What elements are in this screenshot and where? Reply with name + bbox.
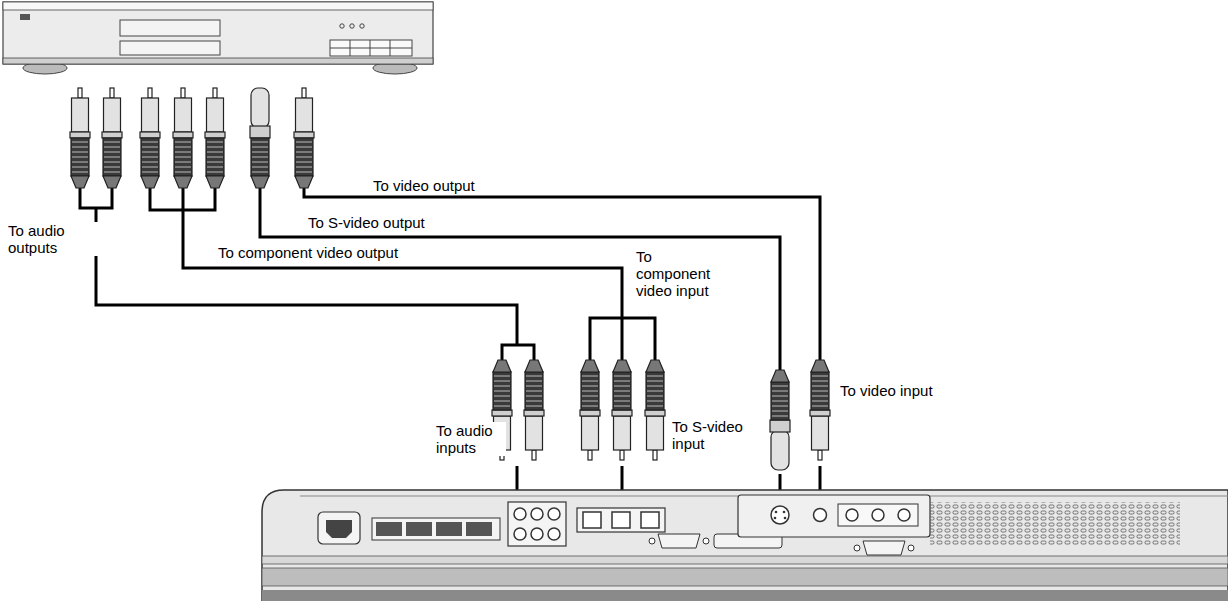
rca-plug	[645, 360, 665, 460]
rca-plug	[294, 88, 314, 188]
cable-label: To component video output	[216, 244, 400, 261]
rca-plug	[140, 88, 160, 188]
rca-plug	[580, 360, 600, 460]
rca-plug	[173, 88, 193, 188]
rca-plug	[810, 360, 830, 460]
input-label: To S-video input	[670, 418, 754, 452]
input-label: To audio inputs	[434, 422, 506, 456]
dvd-player	[3, 2, 433, 74]
rca-plug	[524, 360, 544, 460]
cable-label: To video output	[371, 177, 477, 194]
rca-plug	[70, 88, 90, 188]
cable-label: To audio outputs	[6, 222, 100, 256]
input-label: To component video input	[634, 248, 722, 299]
cable-label: To S-video output	[306, 214, 427, 231]
rca-plug	[102, 88, 122, 188]
s-video-plug	[770, 370, 790, 470]
plugs	[70, 88, 830, 470]
input-label: To video input	[838, 382, 935, 399]
cables	[80, 188, 820, 372]
s-video-plug	[250, 88, 270, 188]
monitor-rear-panel	[262, 490, 1228, 601]
rca-plug	[205, 88, 225, 188]
rca-plug	[612, 360, 632, 460]
